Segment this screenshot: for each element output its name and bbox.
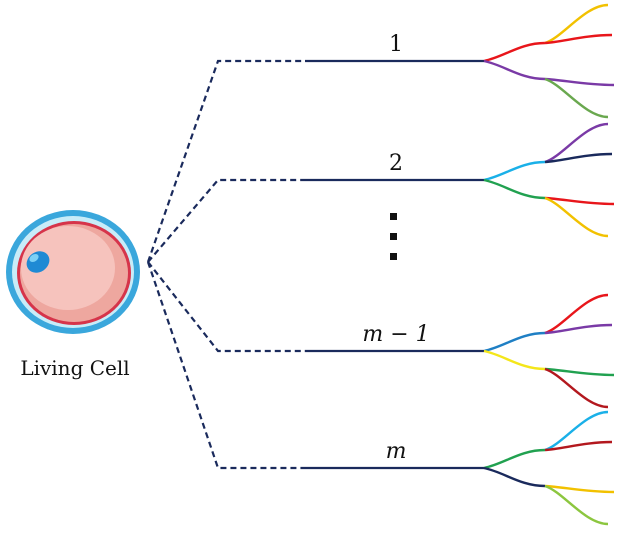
leaf-branch: [544, 484, 615, 494]
living-cell-illustration: [6, 210, 140, 334]
leaf-branch: [544, 323, 613, 335]
branch-label: 1: [389, 32, 403, 57]
trunk-lower: [483, 59, 546, 81]
dashed-connector: [146, 59, 305, 263]
trunk-lower: [483, 349, 546, 371]
leaf-branch: [544, 484, 609, 526]
nucleus-highlight: [29, 253, 39, 263]
leaf-branch: [544, 122, 609, 164]
trunk-upper: [483, 331, 546, 353]
leaf-branch: [544, 152, 613, 164]
trunk-lower: [483, 466, 546, 488]
leaf-branch: [544, 293, 609, 335]
leaf-branch: [544, 196, 615, 206]
branch-label: 2: [389, 151, 403, 176]
dashed-connector: [146, 261, 305, 470]
branch-label: m: [386, 439, 407, 464]
leaf-branch: [544, 440, 613, 452]
dashed-connector: [147, 261, 305, 353]
leaf-branch: [544, 77, 609, 119]
leaf-branch: [544, 196, 609, 238]
trunk-upper: [483, 448, 546, 470]
ellipsis-dot: [390, 233, 397, 240]
trunk-upper: [483, 41, 546, 63]
dashed-connector: [147, 178, 305, 263]
leaf-branch: [544, 33, 613, 45]
ellipsis-dot: [390, 253, 397, 260]
leaf-branch: [544, 367, 615, 377]
cell-body: [21, 226, 115, 310]
leaf-branch: [544, 3, 609, 45]
dashed-connectors: [146, 59, 305, 470]
branch-label: m − 1: [362, 322, 429, 347]
leaf-branch: [544, 77, 615, 87]
trunk-lower: [483, 178, 546, 200]
trunk-upper: [483, 160, 546, 182]
branch-trees: 1 2 m − 1 m: [305, 3, 615, 526]
ellipsis-dot: [390, 213, 397, 220]
leaf-branch: [544, 367, 609, 409]
leaf-branch: [544, 410, 609, 452]
vertical-ellipsis: [390, 213, 397, 260]
living-cell-label: Living Cell: [20, 356, 130, 380]
